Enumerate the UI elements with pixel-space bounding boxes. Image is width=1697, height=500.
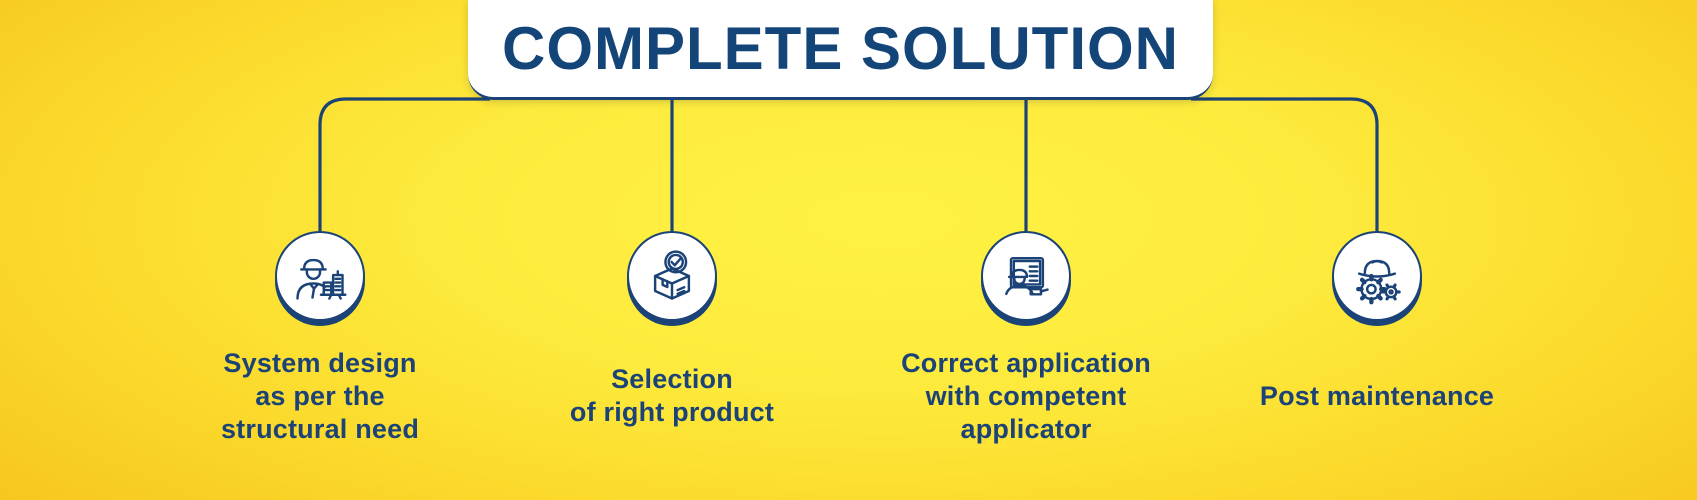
step-circle-product-selection bbox=[627, 231, 717, 321]
page-title: COMPLETE SOLUTION bbox=[502, 15, 1179, 82]
step-label-product-selection: Selection of right product bbox=[569, 364, 775, 427]
connector-right bbox=[1191, 97, 1379, 233]
engineer-design-icon bbox=[296, 258, 347, 300]
title-box: COMPLETE SOLUTION bbox=[468, 0, 1213, 100]
step-circle-correct-application bbox=[981, 231, 1071, 321]
applicator-screen-icon bbox=[1005, 256, 1049, 296]
step-label-post-maintenance: Post maintenance bbox=[1259, 381, 1495, 411]
product-box-check-icon bbox=[653, 250, 691, 300]
gears-helmet-icon bbox=[1356, 259, 1401, 305]
step-circle-system-design bbox=[275, 231, 365, 321]
step-label-system-design: System design as per the structural need bbox=[220, 348, 420, 444]
step-circle-post-maintenance bbox=[1332, 231, 1422, 321]
connector-left bbox=[318, 97, 490, 233]
step-label-correct-application: Correct application with competent appli… bbox=[901, 348, 1151, 444]
